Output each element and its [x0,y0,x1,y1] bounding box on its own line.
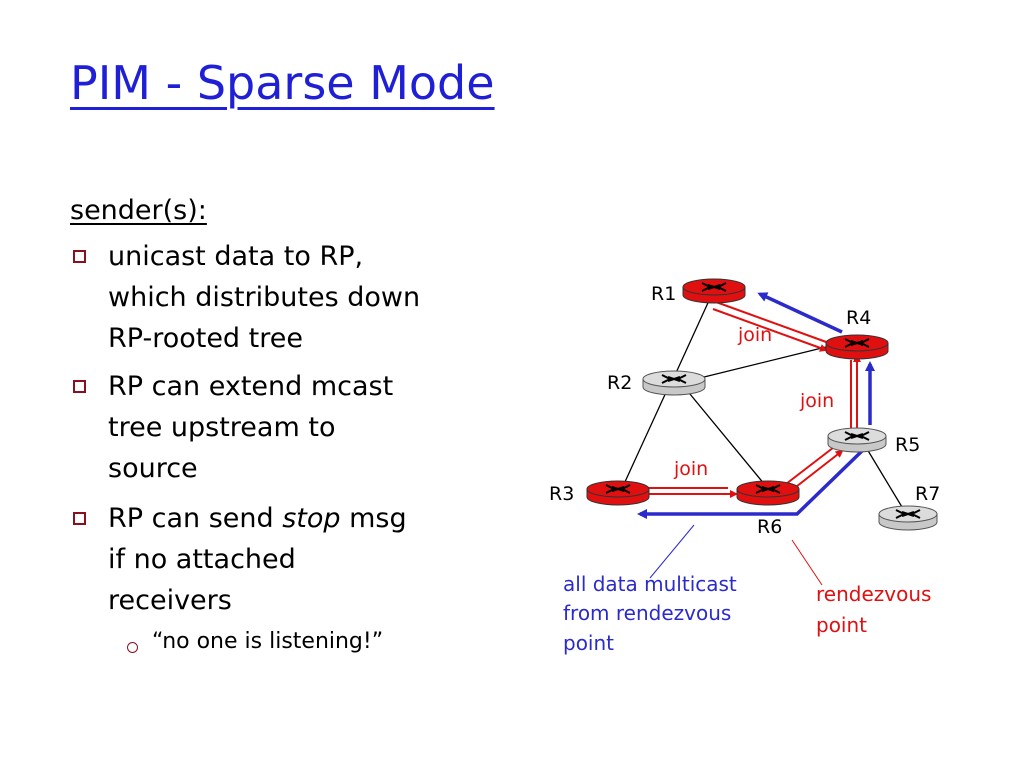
router-symbol-icon [701,282,727,292]
bullet-3-line-1: RP can send stop msg [108,498,407,539]
annotation-line-red [791,539,823,586]
router-label-r3: R3 [549,483,574,505]
link-r2-r4 [699,345,831,379]
router-symbol-icon [895,509,921,519]
join-path-r5-r4 [850,354,861,432]
router-label-r6: R6 [757,516,782,538]
sub-bullet-text: “no one is listening!” [152,629,384,654]
annotation-data-line-2: from rendezvous [563,601,731,625]
bullet-3-line-3: receivers [108,585,232,616]
router-r7 [878,505,938,531]
router-label-r5: R5 [895,434,920,456]
bullet-2-line-3: source [108,453,198,484]
router-symbol-icon [755,484,781,494]
join-label-r5-r4: join [799,390,834,412]
sender-heading: sender(s): [70,195,207,226]
square-bullet-icon [73,512,86,525]
router-symbol-icon [605,484,631,494]
router-label-r1: R1 [651,283,676,305]
data-path-r5-r6-r3 [637,449,864,519]
router-r3 [586,480,650,506]
router-symbol-icon [844,431,870,441]
bullet-3-stop-word: stop [282,503,341,534]
bullet-1-line-3: RP-rooted tree [108,323,303,354]
bullet-3-line-2: if no attached [108,544,296,575]
annotation-rp-line-1: rendezvous [816,582,931,606]
router-label-r7: R7 [915,483,940,505]
link-r5-r7 [863,443,903,508]
link-r2-r6 [684,387,766,486]
router-r2 [642,370,706,396]
router-r1 [682,278,746,304]
data-paths [637,292,875,519]
router-symbol-icon [661,374,687,384]
bullet-1-line-1: unicast data to RP, [108,241,364,272]
router-r6 [736,480,800,506]
router-label-r2: R2 [607,372,632,394]
bullet-2-line-2: tree upstream to [108,412,336,443]
annotation-data-line-3: point [563,631,614,655]
router-label-r4: R4 [846,307,871,329]
join-label-r1-r4: join [737,324,772,346]
router-r5 [827,427,887,453]
bullet-3-line-1-pre: RP can send [108,503,283,534]
link-r1-r2 [674,293,713,376]
data-path-r4-r1 [757,292,843,334]
join-path-r6-r5 [785,443,844,491]
annotation-rp-line-2: point [816,613,867,637]
join-path-r1-r4 [712,301,830,352]
bullet-2-line-1: RP can extend mcast [108,371,394,402]
router-symbol-icon [844,338,870,348]
link-r2-r3 [623,387,669,485]
bullet-3-line-1-post: msg [340,503,407,534]
square-bullet-icon [73,250,86,263]
bullet-1-line-2: which distributes down [108,282,421,313]
join-label-r3-r6: join [673,458,708,480]
network-links [623,293,903,508]
circle-bullet-icon [127,642,138,653]
page-title: PIM - Sparse Mode [70,56,495,110]
router-r4 [825,334,889,360]
annotation-data-line-1: all data multicast [563,572,737,596]
annotation-line-blue [649,524,695,579]
square-bullet-icon [73,380,86,393]
